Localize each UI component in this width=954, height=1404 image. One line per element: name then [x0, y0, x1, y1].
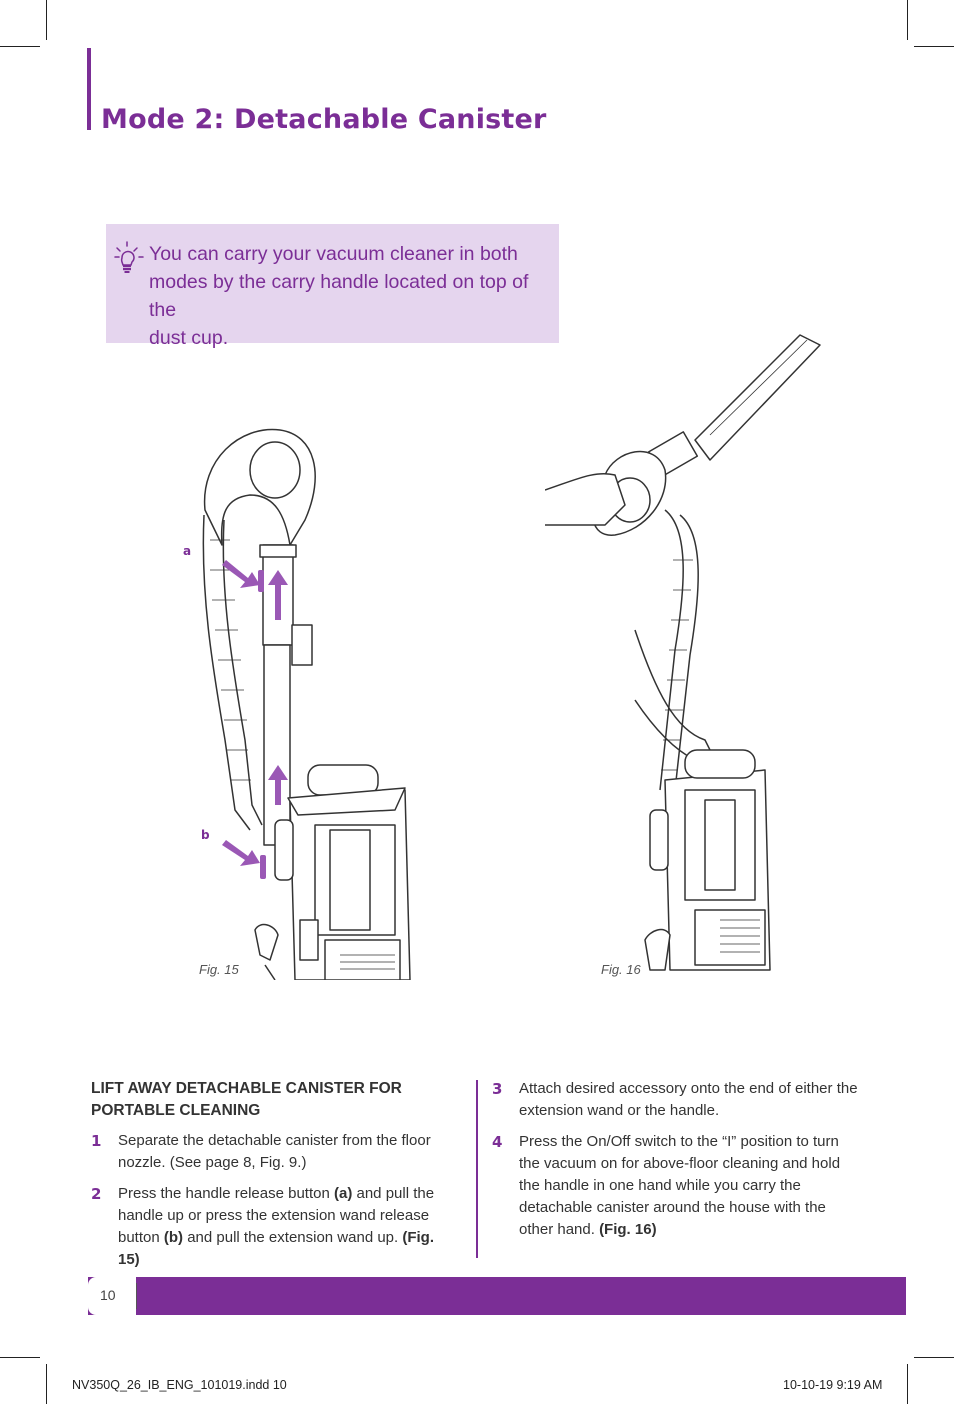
step-text: Attach desired accessory onto the end of… — [519, 1080, 858, 1119]
section-heading-line: PORTABLE CLEANING — [91, 1102, 261, 1119]
instruction-step: 3 Attach desired accessory onto the end … — [492, 1078, 862, 1122]
step-text-run: and pull the extension wand up. — [183, 1229, 403, 1246]
crop-mark — [907, 1364, 908, 1404]
footer-divider — [136, 1283, 137, 1309]
crop-mark — [907, 0, 908, 40]
step-text-bold: (a) — [333, 1185, 353, 1202]
step-text-bold: (Fig. 15) — [118, 1229, 435, 1268]
tip-line: You can carry your vacuum cleaner in bot… — [149, 243, 518, 265]
step-number: 2 — [91, 1185, 102, 1203]
callout-b: b — [201, 828, 210, 842]
footer-bar — [88, 1277, 906, 1315]
crop-mark — [914, 1357, 954, 1358]
page-number: 10 — [100, 1287, 116, 1303]
crop-mark — [0, 1357, 40, 1358]
step-text-bold: (Fig. 16) — [599, 1221, 657, 1238]
instruction-step: 1 Separate the detachable canister from … — [91, 1130, 451, 1174]
tip-text: You can carry your vacuum cleaner in bot… — [149, 240, 549, 352]
crop-mark — [46, 0, 47, 40]
callout-a: a — [183, 544, 192, 558]
step-text: Press the handle release button (a) and … — [118, 1183, 451, 1271]
column-divider — [476, 1080, 478, 1258]
crop-mark — [46, 1364, 47, 1404]
step-text-run: and pull the handle up or press the exte… — [118, 1185, 435, 1246]
instructions-left-column: LIFT AWAY DETACHABLE CANISTER FOR PORTAB… — [91, 1078, 451, 1280]
tip-box: You can carry your vacuum cleaner in bot… — [106, 224, 559, 349]
step-text-run: Press the On/Off switch to the “I” posit… — [519, 1133, 841, 1238]
instructions-right-column: 3 Attach desired accessory onto the end … — [492, 1078, 862, 1250]
page-title: Mode 2: Detachable Canister — [101, 104, 547, 135]
instruction-step: 4 Press the On/Off switch to the “I” pos… — [492, 1131, 862, 1241]
figure-caption: Fig. 15 — [199, 962, 239, 977]
slug-filename: NV350Q_26_IB_ENG_101019.indd 10 — [72, 1378, 287, 1392]
step-text: Press the On/Off switch to the “I” posit… — [519, 1131, 862, 1241]
section-heading-line: LIFT AWAY DETACHABLE CANISTER FOR — [91, 1080, 402, 1097]
step-number: 1 — [91, 1132, 102, 1150]
figure-16-illustration — [545, 334, 821, 971]
figure-15-illustration — [202, 428, 411, 980]
tip-line: modes by the carry handle located on top… — [149, 271, 529, 321]
slug-timestamp: 10-10-19 9:19 AM — [783, 1378, 883, 1392]
page-number-tab — [88, 1277, 136, 1315]
step-number: 4 — [492, 1133, 503, 1151]
step-text: Separate the detachable canister from th… — [118, 1132, 431, 1171]
step-number: 3 — [492, 1080, 503, 1098]
instruction-step: 2 Press the handle release button (a) an… — [91, 1183, 451, 1271]
step-text-bold: (b) — [163, 1229, 184, 1246]
tip-line: dust cup. — [149, 327, 229, 349]
lightbulb-icon — [114, 241, 144, 273]
figure-caption: Fig. 16 — [601, 962, 641, 977]
title-accent-bar — [87, 48, 91, 130]
crop-mark — [914, 46, 954, 47]
section-heading: LIFT AWAY DETACHABLE CANISTER FOR PORTAB… — [91, 1078, 451, 1122]
step-text-run: Press the handle release button — [118, 1185, 334, 1202]
crop-mark — [0, 46, 40, 47]
